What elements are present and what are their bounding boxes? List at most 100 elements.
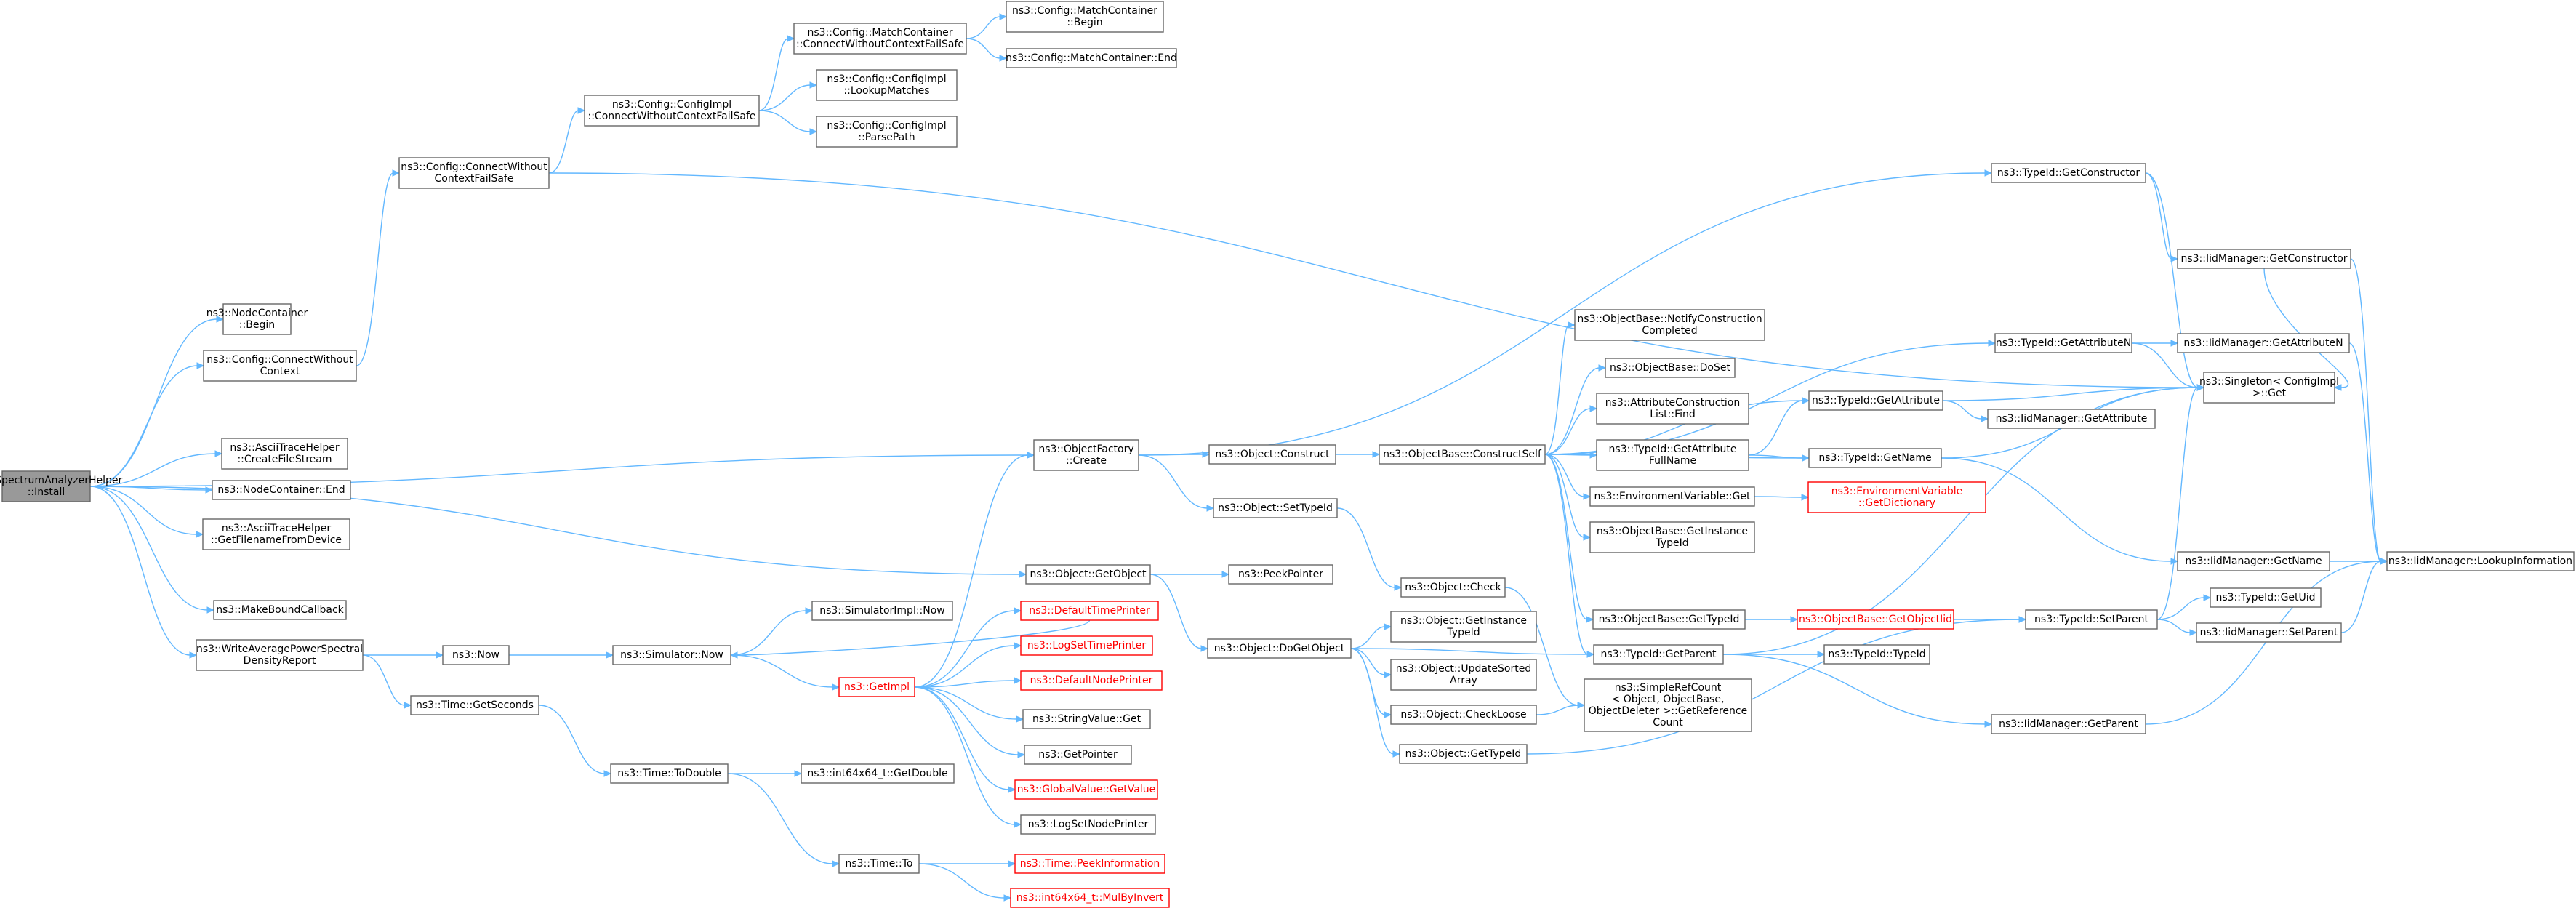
- node-mcEnd[interactable]: ns3::Config::MatchContainer::End: [1006, 48, 1177, 68]
- node-label-line: FullName: [1649, 455, 1696, 467]
- node-obGetTypeId[interactable]: ns3::ObjectBase::GetTypeId: [1592, 609, 1746, 630]
- arrowhead-tidGetAttribute-to-iidGetAttribute: [1981, 415, 1989, 422]
- node-gvGetValue[interactable]: ns3::GlobalValue::GetValue: [1014, 779, 1158, 800]
- arrowhead-tidGetAttrFull-to-tidGetAttribute: [1802, 397, 1810, 404]
- node-box: [1020, 670, 1163, 691]
- node-root[interactable]: ns3::SpectrumAnalyzerHelper::Install: [0, 470, 123, 502]
- node-strValGet[interactable]: ns3::StringValue::Get: [1022, 709, 1151, 729]
- node-label-line: ns3::Singleton< ConfigImpl: [2199, 376, 2339, 388]
- node-obConstructSelf[interactable]: ns3::ObjectBase::ConstructSelf: [1379, 444, 1546, 465]
- arrowhead-obGetObjectIid-to-tidSetParent: [2018, 616, 2027, 623]
- node-objGetObject[interactable]: ns3::Object::GetObject: [1025, 564, 1151, 585]
- node-tidGetAttribute[interactable]: ns3::TypeId::GetAttribute: [1808, 390, 1943, 411]
- node-now[interactable]: ns3::Now: [442, 645, 510, 665]
- node-implConn[interactable]: ns3::Config::ConfigImpl::ConnectWithoutC…: [584, 95, 760, 127]
- edge-tidGetAttribute-to-iidGetAttribute: [1942, 400, 1983, 420]
- node-box: [1014, 854, 1165, 874]
- edge-getImpl-to-logSetNode: [914, 686, 1016, 825]
- node-objGetTypeId[interactable]: ns3::Object::GetTypeId: [1399, 744, 1528, 764]
- node-label-line: ::CreateFileStream: [237, 454, 332, 465]
- node-asciiGetFn[interactable]: ns3::AsciiTraceHelper::GetFilenameFromDe…: [202, 518, 350, 550]
- node-tidGetName[interactable]: ns3::TypeId::GetName: [1808, 448, 1942, 468]
- node-tidSetParent[interactable]: ns3::TypeId::SetParent: [2025, 609, 2158, 630]
- node-tidGetCtor[interactable]: ns3::TypeId::GetConstructor: [1991, 163, 2146, 183]
- node-int64GetDouble[interactable]: ns3::int64x64_t::GetDouble: [801, 763, 955, 784]
- node-objSetTypeId[interactable]: ns3::Object::SetTypeId: [1213, 498, 1338, 518]
- node-box: [1823, 644, 1930, 665]
- node-singletonGet[interactable]: ns3::Singleton< ConfigImpl>::Get: [2199, 372, 2339, 404]
- node-obDoSet[interactable]: ns3::ObjectBase::DoSet: [1605, 358, 1736, 378]
- node-makeBound[interactable]: ns3::MakeBoundCallback: [213, 600, 347, 620]
- arrowhead-timeTo-to-timePeek: [1008, 860, 1016, 867]
- node-ncBegin[interactable]: ns3::NodeContainer::Begin: [206, 303, 308, 335]
- arrowhead-getImpl-to-logSetTime: [1014, 642, 1022, 649]
- node-label-line: ns3::ObjectBase::GetTypeId: [1599, 614, 1740, 625]
- node-iidLookup[interactable]: ns3::IidManager::LookupInformation: [2386, 551, 2575, 571]
- node-iidGetCtor[interactable]: ns3::IidManager::GetConstructor: [2177, 249, 2351, 269]
- node-objDoGetObject[interactable]: ns3::Object::DoGetObject: [1207, 638, 1352, 659]
- node-obGetObjectIid[interactable]: ns3::ObjectBase::GetObjectIid: [1797, 609, 1954, 630]
- node-lookup[interactable]: ns3::Config::ConfigImpl::LookupMatches: [816, 69, 958, 101]
- arrowhead-writeAvg-to-now: [436, 651, 444, 659]
- edge-implConn-to-parsePath: [758, 110, 811, 132]
- node-defTimePrinter[interactable]: ns3::DefaultTimePrinter: [1020, 601, 1159, 621]
- edge-root-to-cfgConnWoCtx: [89, 365, 198, 487]
- node-simImplNow[interactable]: ns3::SimulatorImpl::Now: [811, 601, 953, 621]
- node-mcConn[interactable]: ns3::Config::MatchContainer::ConnectWith…: [793, 23, 967, 55]
- edge-iidGetCtor-to-singletonGet: [2263, 268, 2348, 388]
- node-label-line: ns3::NodeContainer: [206, 308, 308, 319]
- node-iidGetParent[interactable]: ns3::IidManager::GetParent: [1991, 714, 2146, 734]
- node-label-line: ns3::Config::ConfigImpl: [612, 99, 731, 111]
- node-label-line: ::Begin: [1067, 17, 1102, 28]
- node-box: [222, 303, 292, 335]
- arrowhead-objCheckLoose-to-srcGetRef: [1577, 702, 1586, 709]
- node-iidSetParent[interactable]: ns3::IidManager::SetParent: [2196, 622, 2342, 643]
- node-defNodePrinter[interactable]: ns3::DefaultNodePrinter: [1020, 670, 1163, 691]
- node-envGet[interactable]: ns3::EnvironmentVariable::Get: [1589, 486, 1755, 507]
- node-cfgConnWoCtx[interactable]: ns3::Config::ConnectWithoutContext: [203, 350, 357, 382]
- node-peekPointer[interactable]: ns3::PeekPointer: [1228, 564, 1333, 585]
- node-int64Mul[interactable]: ns3::int64x64_t::MulByInvert: [1010, 888, 1170, 908]
- node-label-line: ns3::ObjectBase::DoSet: [1610, 362, 1730, 374]
- node-ofCreate[interactable]: ns3::ObjectFactory::Create: [1033, 439, 1139, 471]
- node-objConstruct[interactable]: ns3::Object::Construct: [1208, 444, 1336, 465]
- node-asciiCreate[interactable]: ns3::AsciiTraceHelper::CreateFileStream: [221, 438, 348, 470]
- node-ncEnd[interactable]: ns3::NodeContainer::End: [212, 480, 351, 500]
- node-label-line: ns3::GlobalValue::GetValue: [1017, 784, 1155, 795]
- node-label-line: ns3::LogSetTimePrinter: [1027, 640, 1147, 651]
- node-timeToDouble[interactable]: ns3::Time::ToDouble: [610, 763, 729, 784]
- node-getImpl[interactable]: ns3::GetImpl: [838, 677, 915, 697]
- node-tidGetAttrN[interactable]: ns3::TypeId::GetAttributeN: [1994, 333, 2132, 353]
- node-obNotify[interactable]: ns3::ObjectBase::NotifyConstructionCompl…: [1574, 309, 1765, 341]
- node-envGetDict[interactable]: ns3::EnvironmentVariable::GetDictionary: [1807, 481, 1986, 513]
- node-parsePath[interactable]: ns3::Config::ConfigImpl::ParsePath: [816, 116, 958, 148]
- node-label-line: ns3::AsciiTraceHelper: [230, 442, 340, 454]
- node-logSetTime[interactable]: ns3::LogSetTimePrinter: [1020, 635, 1153, 656]
- node-box: [838, 854, 920, 874]
- node-tidGetParent[interactable]: ns3::TypeId::GetParent: [1593, 644, 1724, 665]
- node-label-line: ContextFailSafe: [435, 173, 514, 185]
- node-timeGetSeconds[interactable]: ns3::Time::GetSeconds: [410, 695, 539, 715]
- node-cfgConnWoCtxFS[interactable]: ns3::Config::ConnectWithoutContextFailSa…: [398, 157, 550, 189]
- node-objCheckLoose[interactable]: ns3::Object::CheckLoose: [1390, 705, 1537, 725]
- node-tidGetUid[interactable]: ns3::TypeId::GetUid: [2210, 587, 2322, 608]
- node-timePeek[interactable]: ns3::Time::PeekInformation: [1014, 854, 1165, 874]
- node-tidTypeId[interactable]: ns3::TypeId::TypeId: [1823, 644, 1930, 665]
- node-writeAvg[interactable]: ns3::WriteAveragePowerSpectralDensityRep…: [196, 639, 364, 671]
- node-timeTo[interactable]: ns3::Time::To: [838, 854, 920, 874]
- node-objCheck[interactable]: ns3::Object::Check: [1400, 577, 1506, 598]
- node-srcGetRef[interactable]: ns3::SimpleRefCount< Object, ObjectBase,…: [1584, 678, 1752, 732]
- node-iidGetAttribute[interactable]: ns3::IidManager::GetAttribute: [1987, 409, 2156, 429]
- node-iidGetAttrN[interactable]: ns3::IidManager::GetAttributeN: [2177, 333, 2350, 353]
- node-mcBegin[interactable]: ns3::Config::MatchContainer::Begin: [1006, 1, 1164, 33]
- node-simNow[interactable]: ns3::Simulator::Now: [612, 645, 731, 665]
- node-getPointer[interactable]: ns3::GetPointer: [1024, 745, 1132, 765]
- node-logSetNode[interactable]: ns3::LogSetNodePrinter: [1020, 814, 1156, 835]
- node-iidGetName[interactable]: ns3::IidManager::GetName: [2177, 551, 2330, 571]
- node-box: [2177, 249, 2351, 269]
